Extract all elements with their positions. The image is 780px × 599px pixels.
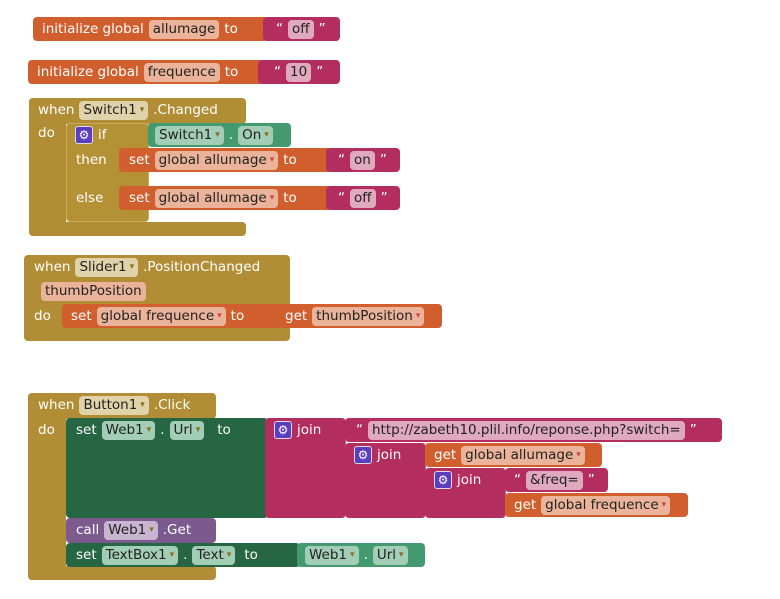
parameter-chip[interactable]: thumbPosition <box>41 281 146 301</box>
quote-close: ” <box>587 472 595 488</box>
property-dropdown[interactable]: Url▾ <box>169 420 205 440</box>
variable-dropdown[interactable]: global frequence▾ <box>541 495 671 515</box>
to-label: to <box>283 152 297 168</box>
variable-dropdown[interactable]: global frequence▾ <box>96 306 226 326</box>
component-dropdown[interactable]: Switch1▾ <box>79 100 149 120</box>
component-dropdown[interactable]: Web1▾ <box>104 520 158 540</box>
property-dropdown[interactable]: On▾ <box>238 125 273 145</box>
init-keyword: initialize global <box>37 64 139 80</box>
component-dropdown[interactable]: TextBox1▾ <box>101 545 179 565</box>
join-label: join <box>457 472 482 488</box>
quote-open: “ <box>338 152 345 168</box>
init-keyword: initialize global <box>42 21 144 37</box>
variable-dropdown[interactable]: global allumage▾ <box>154 150 279 170</box>
property-dropdown[interactable]: Url▾ <box>372 545 408 565</box>
text-value[interactable]: off <box>288 19 314 39</box>
event-footer <box>29 222 246 236</box>
get-label: get <box>434 447 457 463</box>
quote-open: “ <box>276 21 283 37</box>
component-dropdown[interactable]: Web1▾ <box>101 420 156 440</box>
quote-open: “ <box>274 64 281 80</box>
join-label: join <box>297 422 322 438</box>
get-label: get <box>514 497 537 513</box>
text-value[interactable]: on <box>350 150 375 170</box>
set-label: set <box>71 308 92 324</box>
do-label: do <box>38 422 55 438</box>
set-label: set <box>129 152 150 168</box>
variable-name-field[interactable]: allumage <box>148 19 220 39</box>
gear-icon[interactable]: ⚙ <box>434 471 452 489</box>
event-name: .Click <box>153 397 191 413</box>
dot: . <box>228 127 234 143</box>
quote-open: “ <box>356 422 363 438</box>
event-name: .PositionChanged <box>143 259 261 275</box>
to-label: to <box>217 422 231 438</box>
to-label: to <box>224 64 239 80</box>
component-dropdown[interactable]: Slider1▾ <box>75 257 139 277</box>
quote-close: ” <box>318 21 326 37</box>
event-name: .Changed <box>153 102 218 118</box>
text-value[interactable]: 10 <box>286 62 312 82</box>
quote-close: ” <box>380 190 388 206</box>
quote-close: ” <box>689 422 697 438</box>
variable-name-field[interactable]: frequence <box>143 62 220 82</box>
component-dropdown[interactable]: Switch1▾ <box>155 125 224 145</box>
set-label: set <box>129 190 150 206</box>
set-label: set <box>76 422 97 438</box>
dot: . <box>160 422 165 438</box>
join-label: join <box>377 447 402 463</box>
event-body <box>29 98 66 236</box>
else-label: else <box>76 190 104 206</box>
quote-open: “ <box>514 472 521 488</box>
to-label: to <box>283 190 297 206</box>
method-name: .Get <box>162 522 192 538</box>
gear-icon[interactable]: ⚙ <box>75 126 93 144</box>
then-label: then <box>76 152 107 168</box>
text-value[interactable]: &freq= <box>526 470 583 490</box>
text-value[interactable]: http://zabeth10.plil.info/reponse.php?sw… <box>368 420 685 440</box>
do-label: do <box>38 125 55 141</box>
quote-close: ” <box>316 64 324 80</box>
variable-dropdown[interactable]: global allumage▾ <box>461 445 585 465</box>
variable-dropdown[interactable]: global allumage▾ <box>154 188 279 208</box>
to-label: to <box>230 308 245 324</box>
get-label: get <box>285 308 308 324</box>
component-dropdown[interactable]: Web1▾ <box>305 545 359 565</box>
event-footer <box>28 566 216 580</box>
text-value[interactable]: off <box>350 188 376 208</box>
dot: . <box>363 547 368 563</box>
when-label: when <box>34 259 71 275</box>
if-label: if <box>98 127 107 143</box>
event-body <box>28 393 66 580</box>
property-dropdown[interactable]: Text▾ <box>192 545 236 565</box>
set-web-url-block[interactable] <box>66 418 268 518</box>
do-label: do <box>34 308 51 324</box>
component-dropdown[interactable]: Button1▾ <box>79 395 149 415</box>
when-label: when <box>38 397 75 413</box>
gear-icon[interactable]: ⚙ <box>274 421 292 439</box>
gear-icon[interactable]: ⚙ <box>354 446 372 464</box>
dot: . <box>183 547 188 563</box>
call-label: call <box>76 522 100 538</box>
to-label: to <box>224 21 238 37</box>
quote-open: “ <box>338 190 345 206</box>
variable-dropdown[interactable]: thumbPosition▾ <box>312 306 425 326</box>
when-label: when <box>38 102 75 118</box>
set-label: set <box>76 547 97 563</box>
to-label: to <box>244 547 258 563</box>
quote-close: ” <box>379 152 387 168</box>
